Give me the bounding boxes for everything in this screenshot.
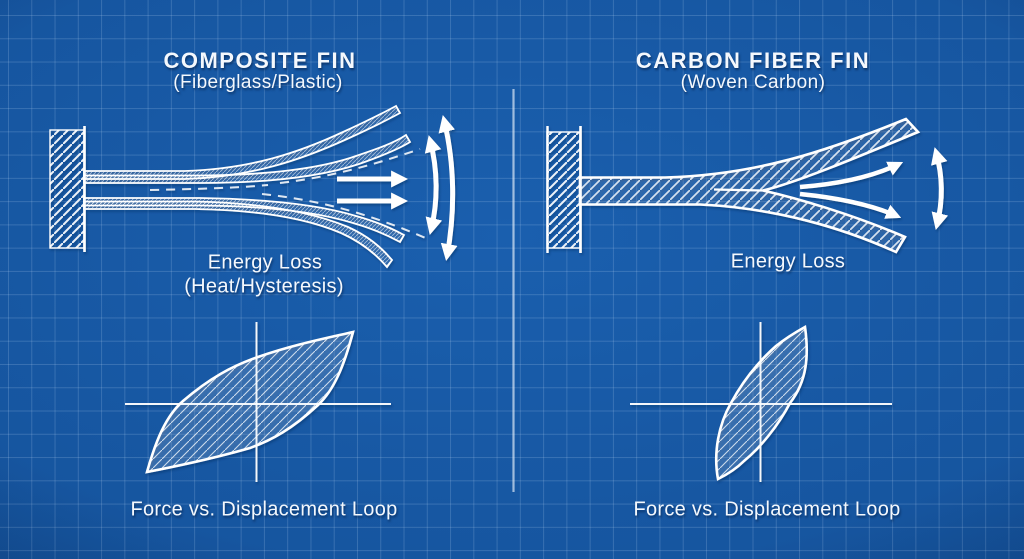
curved-arrow-icon [799, 161, 904, 190]
loop-curve [714, 324, 809, 481]
split-tip-fin [578, 117, 921, 254]
fin-layer [83, 104, 402, 180]
double-arc-arrow-icon [438, 115, 458, 262]
crack-dashes [149, 148, 429, 240]
right-panel-title: CARBON FIBER FIN [635, 48, 871, 73]
split-seam-line [713, 188, 764, 192]
double-arc-arrow-icon [931, 147, 949, 230]
composite-fin-figure [49, 104, 458, 269]
wall-clamp [546, 131, 581, 249]
fin-layer [83, 200, 394, 269]
left-panel-subtitle: (Fiberglass/Plastic) [173, 72, 343, 93]
left-loop-caption: Force vs. Displacement Loop [130, 498, 398, 521]
double-arc-arrow-icon [424, 135, 443, 235]
hysteresis-loop-narrow [630, 322, 892, 482]
right-panel-subtitle: (Woven Carbon) [680, 72, 826, 93]
left-panel-title: COMPOSITE FIN [163, 48, 357, 73]
left-energy-loss-label-line1: Energy Loss [207, 251, 323, 274]
hysteresis-loop-wide [125, 322, 391, 482]
right-energy-loss-label: Energy Loss [730, 250, 846, 273]
flex-arrows [799, 161, 904, 219]
left-energy-loss-label-line2: (Heat/Hysteresis) [184, 275, 344, 298]
carbon-fin-figure [546, 117, 949, 254]
curved-arrow-icon [799, 191, 902, 219]
right-loop-caption: Force vs. Displacement Loop [633, 498, 901, 521]
vibration-arrows [337, 170, 409, 210]
fin-layer [83, 133, 412, 184]
flutter-arc-arrows [424, 115, 458, 262]
loop-curve [145, 330, 355, 474]
wall-clamp [49, 129, 85, 249]
